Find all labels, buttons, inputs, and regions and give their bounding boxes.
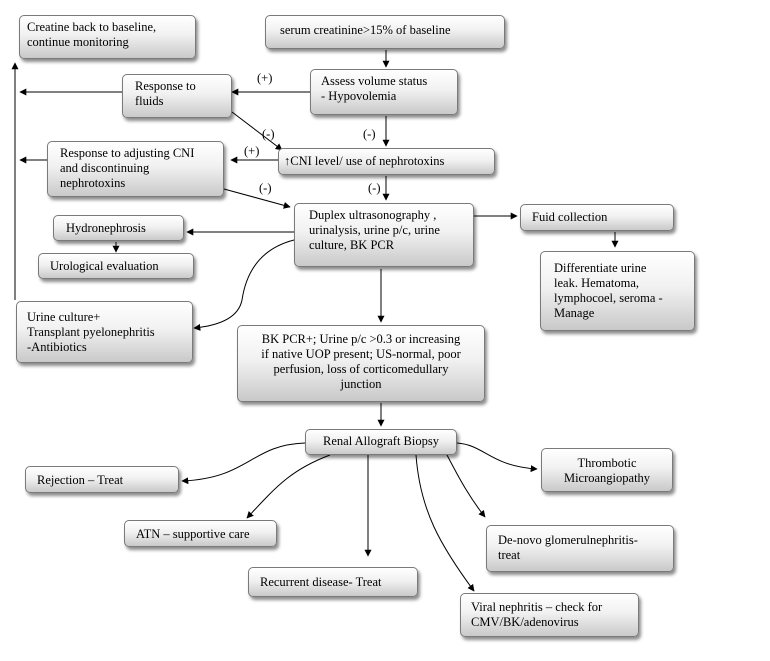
cni-up-arrow-icon: ↑ bbox=[284, 154, 291, 168]
node-recurrent-label: Recurrent disease- Treat bbox=[260, 575, 382, 589]
node-response-cni-label: Response to adjusting CNI and discontinu… bbox=[60, 146, 195, 190]
edge-biopsy-viral bbox=[415, 454, 475, 592]
node-duplex: Duplex ultrasonography , urinalysis, uri… bbox=[294, 203, 474, 267]
edge-label-minus-cni: (-) bbox=[368, 181, 381, 195]
node-atn-label: ATN – supportive care bbox=[136, 527, 250, 541]
node-differentiate-urine: Differentiate urine leak. Hematoma, lymp… bbox=[540, 251, 695, 331]
node-cni-level-label: CNI level/ use of nephrotoxins bbox=[290, 154, 445, 168]
node-rejection: Rejection – Treat bbox=[25, 466, 179, 493]
node-response-cni: Response to adjusting CNI and discontinu… bbox=[47, 141, 224, 197]
edge-duplex-urine-culture bbox=[193, 239, 295, 331]
node-serum-creatinine: serum creatinine>15% of baseline bbox=[265, 15, 505, 49]
node-bk-pcr: BK PCR+; Urine p/c >0.3 or increasing if… bbox=[237, 325, 485, 402]
edge-biopsy-thrombotic bbox=[456, 442, 538, 473]
node-atn: ATN – supportive care bbox=[124, 520, 277, 547]
node-creatine-baseline-label: Creatine back to baseline, continue moni… bbox=[27, 20, 157, 49]
edge-label-minus-cni-response: (-) bbox=[259, 181, 272, 195]
edge-biopsy-rejection bbox=[181, 442, 306, 485]
edge-biopsy-atn bbox=[246, 454, 331, 519]
node-response-fluids-label: Response to fluids bbox=[135, 79, 196, 108]
edge-biopsy-denovo bbox=[446, 454, 486, 518]
node-urological-eval: Urological evaluation bbox=[38, 253, 194, 279]
node-differentiate-urine-label: Differentiate urine leak. Hematoma, lymp… bbox=[554, 261, 663, 320]
edge-label-plus-fluids: (+) bbox=[257, 71, 273, 85]
node-duplex-label: Duplex ultrasonography , urinalysis, uri… bbox=[309, 208, 440, 252]
node-bk-pcr-label: BK PCR+; Urine p/c >0.3 or increasing if… bbox=[261, 332, 461, 391]
node-assess-volume: Assess volume status - Hypovolemia bbox=[310, 69, 458, 115]
edge-fluids-cni bbox=[231, 111, 283, 151]
node-response-fluids: Response to fluids bbox=[122, 74, 232, 118]
node-serum-creatinine-label: serum creatinine>15% of baseline bbox=[280, 23, 451, 37]
node-denovo-label: De-novo glomerulnephritis- treat bbox=[498, 533, 638, 562]
edge-label-minus-fluids: (-) bbox=[262, 127, 275, 141]
node-cni-level: ↑CNI level/ use of nephrotoxins bbox=[278, 148, 495, 175]
node-viral-label: Viral nephritis – check for CMV/BK/adeno… bbox=[471, 600, 603, 629]
node-renal-biopsy: Renal Allograft Biopsy bbox=[305, 429, 457, 455]
edge-label-plus-cni: (+) bbox=[244, 144, 260, 158]
node-assess-volume-label: Assess volume status - Hypovolemia bbox=[321, 74, 428, 103]
node-hydronephrosis-label: Hydronephrosis bbox=[66, 221, 146, 235]
node-thrombotic-label: Thrombotic Microangiopathy bbox=[563, 456, 651, 485]
node-hydronephrosis: Hydronephrosis bbox=[53, 215, 184, 241]
node-viral: Viral nephritis – check for CMV/BK/adeno… bbox=[460, 593, 639, 637]
node-fluid-collection: Fuid collection bbox=[520, 204, 674, 231]
node-urological-eval-label: Urological evaluation bbox=[50, 259, 159, 273]
node-denovo: De-novo glomerulnephritis- treat bbox=[486, 525, 674, 572]
node-creatine-baseline: Creatine back to baseline, continue moni… bbox=[19, 15, 196, 59]
node-urine-culture: Urine culture+ Transplant pyelonephritis… bbox=[16, 301, 193, 363]
node-fluid-collection-label: Fuid collection bbox=[532, 210, 608, 224]
node-recurrent: Recurrent disease- Treat bbox=[248, 567, 418, 597]
edge-label-minus-volume: (-) bbox=[363, 127, 376, 141]
node-urine-culture-label: Urine culture+ Transplant pyelonephritis… bbox=[27, 310, 155, 354]
node-thrombotic: Thrombotic Microangiopathy bbox=[541, 448, 673, 492]
edge-response-cni-duplex bbox=[223, 188, 291, 209]
node-renal-biopsy-label: Renal Allograft Biopsy bbox=[323, 434, 439, 448]
node-rejection-label: Rejection – Treat bbox=[37, 473, 124, 487]
